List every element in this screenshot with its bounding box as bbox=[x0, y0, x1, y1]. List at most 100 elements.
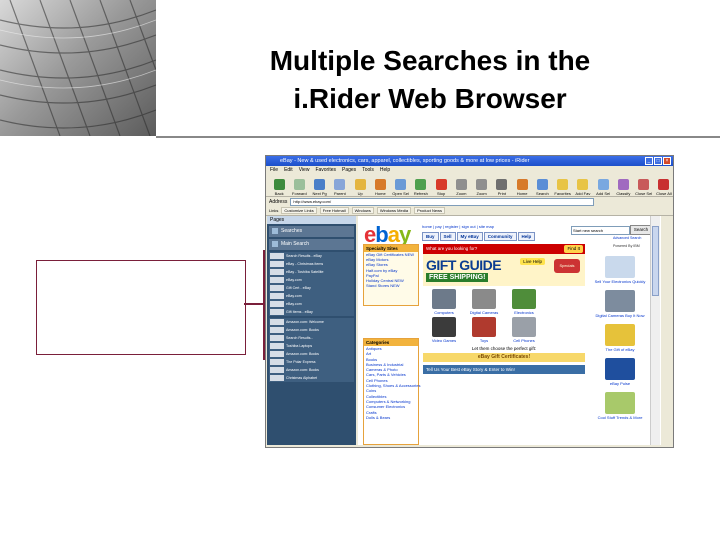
promo-tile[interactable]: Digital Cameras Buy It Now bbox=[590, 290, 650, 318]
category-link[interactable]: Crafts bbox=[366, 409, 377, 415]
promo-tile[interactable]: The Gift of eBay bbox=[590, 324, 650, 352]
back-button[interactable]: Back bbox=[270, 179, 288, 196]
home2-button[interactable]: Home bbox=[513, 179, 531, 196]
product-tile[interactable]: Digital Cameras bbox=[465, 289, 503, 315]
ebay-search-button[interactable]: Search bbox=[630, 225, 652, 235]
product-tile[interactable]: Computers bbox=[425, 289, 463, 315]
live-help-badge[interactable]: Live Help bbox=[520, 258, 545, 265]
list-item[interactable]: Christmas Alphabet bbox=[269, 374, 354, 382]
sidebar-item-searches[interactable]: Searches bbox=[269, 226, 354, 237]
link-customize[interactable]: Customize Links bbox=[281, 207, 317, 214]
menu-help[interactable]: Help bbox=[379, 167, 391, 173]
specialty-link[interactable]: Holiday Central NEW bbox=[366, 278, 404, 284]
up-button[interactable]: Up bbox=[351, 179, 369, 196]
search-button[interactable]: Search bbox=[533, 179, 551, 196]
list-item[interactable]: eBay.com bbox=[269, 292, 354, 300]
product-tile[interactable]: Cell Phones bbox=[505, 317, 543, 343]
specialty-link[interactable]: PayPal bbox=[366, 272, 379, 278]
open-sel-button[interactable]: Open Sel bbox=[392, 179, 410, 196]
promo-tile[interactable]: eBay Pulse bbox=[590, 358, 650, 386]
list-item[interactable]: Gift Items - eBay bbox=[269, 308, 354, 316]
find-it-button[interactable]: Find It bbox=[564, 245, 583, 253]
category-link[interactable]: Cell Phones bbox=[366, 377, 388, 383]
specialty-link[interactable]: eBay Stores bbox=[366, 262, 388, 268]
link-hotmail[interactable]: Free Hotmail bbox=[319, 207, 349, 214]
link-windows[interactable]: Windows bbox=[351, 207, 374, 214]
classify-button[interactable]: Classify bbox=[614, 179, 632, 196]
zoom-in-button[interactable]: Zoom bbox=[452, 179, 470, 196]
menu-file[interactable]: File bbox=[270, 167, 279, 173]
category-link[interactable]: Clothing, Shoes & Accessories bbox=[366, 383, 421, 389]
specialty-link[interactable]: eBay Motors bbox=[366, 257, 389, 263]
tab-help[interactable]: Help bbox=[517, 232, 536, 241]
category-link[interactable]: Antiques bbox=[366, 346, 382, 351]
menu-pages[interactable]: Pages bbox=[342, 167, 357, 173]
add-sel-button[interactable]: Add Sel bbox=[594, 179, 612, 196]
ebay-search-input[interactable]: Start new search bbox=[571, 226, 630, 235]
close-icon[interactable]: × bbox=[663, 157, 671, 165]
menu-edit[interactable]: Edit bbox=[284, 167, 293, 173]
list-item[interactable]: eBay - Toshiba Satellite bbox=[269, 268, 354, 276]
tell-us-banner[interactable]: Tell Us Your Best eBay Story & Enter to … bbox=[423, 365, 585, 374]
product-tile[interactable]: Electronics bbox=[505, 289, 543, 315]
close-all-button[interactable]: Close All bbox=[655, 179, 673, 196]
minimize-icon[interactable]: _ bbox=[645, 157, 653, 165]
menu-view[interactable]: View bbox=[298, 167, 310, 173]
scrollbar-thumb[interactable] bbox=[652, 226, 659, 296]
list-item[interactable]: eBay - Christmas items bbox=[269, 260, 354, 268]
product-tile[interactable] bbox=[545, 289, 583, 315]
list-item[interactable]: The Polar Express bbox=[269, 358, 354, 366]
print-button[interactable]: Print bbox=[493, 179, 511, 196]
add-fav-button[interactable]: Add Fav bbox=[574, 179, 592, 196]
promo-tile[interactable]: Cool Stuff Trends & More bbox=[590, 392, 650, 420]
link-windows-media[interactable]: Windows Media bbox=[376, 207, 412, 214]
product-tile[interactable]: Toys bbox=[465, 317, 503, 343]
category-link[interactable]: Business & Industrial bbox=[366, 361, 404, 367]
maximize-icon[interactable]: □ bbox=[654, 157, 662, 165]
page-scrollbar[interactable] bbox=[650, 216, 660, 445]
category-link[interactable]: Art bbox=[366, 351, 372, 357]
specials-badge[interactable]: Specials bbox=[554, 259, 580, 273]
specialty-link[interactable]: Half.com by eBay bbox=[366, 267, 398, 273]
category-link[interactable]: Books bbox=[366, 356, 378, 362]
parent-button[interactable]: Parent bbox=[331, 179, 349, 196]
tab-sell[interactable]: Sell bbox=[439, 232, 456, 241]
menu-tools[interactable]: Tools bbox=[362, 167, 374, 173]
home-button[interactable]: Home bbox=[371, 179, 389, 196]
close-sel-button[interactable]: Close Sel bbox=[635, 179, 653, 196]
gift-guide-banner[interactable]: GIFT GUIDE Live Help Specials FREE SHIPP… bbox=[423, 254, 585, 286]
gift-certificates-banner[interactable]: eBay Gift Certificates! bbox=[423, 353, 585, 362]
zoom-out-button[interactable]: Zoom bbox=[473, 179, 491, 196]
product-tile[interactable]: Video Games bbox=[425, 317, 463, 343]
specialty-link[interactable]: eBay Gift Certificates NEW bbox=[366, 252, 415, 257]
category-link[interactable]: Computers & Networking bbox=[366, 398, 411, 404]
list-item[interactable]: Gift Cert - eBay bbox=[269, 284, 354, 292]
list-item[interactable]: Search Results - eBay bbox=[269, 252, 354, 260]
category-link[interactable]: Coins bbox=[366, 388, 377, 394]
list-item[interactable]: Amazon.com: Books bbox=[269, 350, 354, 358]
promo-tile[interactable]: Sell Your Electronics Quickly bbox=[590, 256, 650, 284]
specialty-link[interactable]: Stand Stores NEW bbox=[366, 283, 400, 289]
tab-my-ebay[interactable]: My eBay bbox=[456, 232, 483, 241]
stop-button[interactable]: Stop bbox=[432, 179, 450, 196]
tab-community[interactable]: Community bbox=[483, 232, 517, 241]
ebay-logo[interactable]: ebay bbox=[364, 222, 411, 247]
list-item[interactable]: Amazon.com: Books bbox=[269, 326, 354, 334]
list-item[interactable]: eBay.com bbox=[269, 300, 354, 308]
category-link[interactable]: Collectibles bbox=[366, 393, 387, 399]
category-link[interactable]: Dolls & Bears bbox=[366, 414, 391, 420]
advanced-search-link[interactable]: Advanced Search bbox=[613, 236, 642, 240]
list-item[interactable]: Amazon.com: Welcome bbox=[269, 318, 354, 326]
category-link[interactable]: Cars, Parts & Vehicles bbox=[366, 372, 406, 378]
menu-favorites[interactable]: Favorites bbox=[315, 167, 336, 173]
list-item[interactable]: Search Results... bbox=[269, 334, 354, 342]
tab-buy[interactable]: Buy bbox=[422, 232, 439, 241]
link-product-news[interactable]: Product News bbox=[414, 207, 445, 214]
forward-button[interactable]: Forward bbox=[290, 179, 308, 196]
sidebar-item-main-search[interactable]: Main Search bbox=[269, 239, 354, 250]
next-page-button[interactable]: Next Pg bbox=[311, 179, 329, 196]
address-input[interactable]: http://www.ebay.com/ bbox=[290, 197, 595, 206]
list-item[interactable]: Toshiba Laptops bbox=[269, 342, 354, 350]
refresh-button[interactable]: Refresh bbox=[412, 179, 430, 196]
product-tile[interactable] bbox=[545, 317, 583, 343]
